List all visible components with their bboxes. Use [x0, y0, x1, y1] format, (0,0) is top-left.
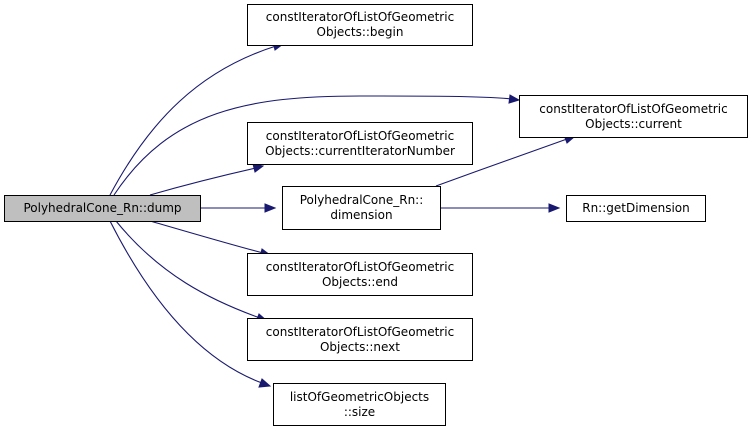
node-end-line1: constIteratorOfListOfGeometric — [265, 259, 455, 274]
node-next[interactable]: constIteratorOfListOfGeometric Objects::… — [247, 318, 473, 361]
node-current-iterator-number-line2: Objects::currentIteratorNumber — [265, 143, 455, 158]
node-dimension[interactable]: PolyhedralCone_Rn:: dimension — [282, 186, 441, 230]
node-end-line2: Objects::end — [321, 274, 399, 289]
node-current-iterator-number-line1: constIteratorOfListOfGeometric — [265, 128, 455, 143]
node-begin-line1: constIteratorOfListOfGeometric — [265, 10, 455, 24]
node-get-dimension[interactable]: Rn::getDimension — [566, 195, 706, 222]
node-size-line1: listOfGeometricObjects — [289, 389, 430, 404]
node-polyhedralcone-dump-label: PolyhedralCone_Rn::dump — [23, 201, 182, 215]
node-next-line2: Objects::next — [319, 339, 400, 354]
node-current-iterator-number[interactable]: constIteratorOfListOfGeometric Objects::… — [247, 122, 473, 165]
edge-root-to-size — [109, 220, 263, 384]
edge-root-to-begin — [109, 45, 277, 196]
node-size[interactable]: listOfGeometricObjects ::size — [273, 383, 446, 426]
arrowhead-currentIteratorNumber — [252, 163, 265, 173]
arrowhead-dimension — [264, 203, 277, 213]
node-dimension-line2: dimension — [330, 208, 393, 222]
node-end[interactable]: constIteratorOfListOfGeometric Objects::… — [247, 253, 473, 296]
node-dimension-line1: PolyhedralCone_Rn:: — [299, 193, 424, 207]
edge-dimension-to-current — [435, 138, 568, 187]
edge-root-to-next — [115, 220, 261, 319]
edge-root-to-end — [149, 220, 264, 254]
node-begin-line2: Objects::begin — [316, 25, 404, 39]
node-current-line2: Objects::current — [585, 116, 682, 131]
node-get-dimension-label: Rn::getDimension — [582, 201, 690, 215]
edge-root-to-currentIteratorNumber — [149, 167, 257, 196]
node-next-line1: constIteratorOfListOfGeometric — [265, 324, 455, 339]
node-size-line2: ::size — [343, 404, 376, 419]
edge-root-to-current — [113, 95, 513, 196]
arrowhead-getDimension — [548, 203, 561, 213]
arrowhead-size — [258, 378, 272, 388]
node-current[interactable]: constIteratorOfListOfGeometric Objects::… — [519, 95, 748, 138]
node-polyhedralcone-dump: PolyhedralCone_Rn::dump — [4, 195, 201, 222]
arrowhead-current-from-root — [508, 94, 521, 104]
node-current-line1: constIteratorOfListOfGeometric — [539, 101, 728, 116]
node-begin[interactable]: constIteratorOfListOfGeometric Objects::… — [247, 4, 473, 46]
